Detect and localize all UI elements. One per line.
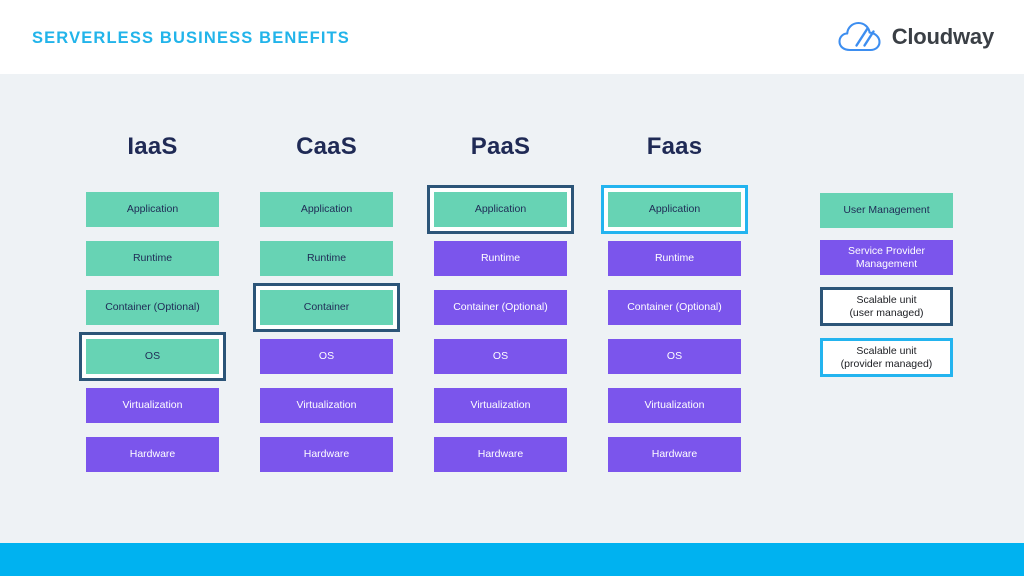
layer-box-faas-5[interactable]: Hardware: [608, 437, 741, 472]
layer-slot: OS: [434, 339, 567, 374]
layer-slot: Virtualization: [260, 388, 393, 423]
layer-box-iaas-4[interactable]: Virtualization: [86, 388, 219, 423]
layer-box-caas-0[interactable]: Application: [260, 192, 393, 227]
layer-slot: Virtualization: [608, 388, 741, 423]
legend-item-2[interactable]: Scalable unit(user managed): [820, 287, 953, 326]
layer-slot: Runtime: [608, 241, 741, 276]
layer-slot: Runtime: [86, 241, 219, 276]
layer-slot: Application: [86, 192, 219, 227]
layer-box-faas-4[interactable]: Virtualization: [608, 388, 741, 423]
layer-slot: Application: [601, 185, 748, 234]
layer-slot: Hardware: [260, 437, 393, 472]
brand-logo: Cloudway: [837, 19, 994, 55]
layer-box-faas-3[interactable]: OS: [608, 339, 741, 374]
layer-box-caas-2[interactable]: Container: [260, 290, 393, 325]
layer-slot: Runtime: [434, 241, 567, 276]
layer-box-paas-5[interactable]: Hardware: [434, 437, 567, 472]
cloud-slash-logo-icon: [838, 21, 881, 52]
layer-slot: Container: [253, 283, 400, 332]
layer-box-iaas-5[interactable]: Hardware: [86, 437, 219, 472]
column-title-paas: PaaS: [470, 133, 531, 160]
brand-name: Cloudway: [891, 24, 995, 49]
layer-box-caas-5[interactable]: Hardware: [260, 437, 393, 472]
layer-box-paas-4[interactable]: Virtualization: [434, 388, 567, 423]
layer-slot: Container (Optional): [86, 290, 219, 325]
layer-box-paas-0[interactable]: Application: [434, 192, 567, 227]
layer-slot: Hardware: [434, 437, 567, 472]
column-title-caas: CaaS: [296, 133, 357, 160]
layer-slot: OS: [608, 339, 741, 374]
layer-slot: OS: [260, 339, 393, 374]
layer-box-caas-3[interactable]: OS: [260, 339, 393, 374]
legend-item-3[interactable]: Scalable unit(provider managed): [820, 338, 953, 377]
page-title: SERVERLESS BUSINESS BENEFITS: [32, 29, 350, 47]
column-title-iaas: IaaS: [127, 133, 178, 160]
layer-box-iaas-0[interactable]: Application: [86, 192, 219, 227]
layer-box-faas-2[interactable]: Container (Optional): [608, 290, 741, 325]
layer-slot: Virtualization: [434, 388, 567, 423]
layer-box-faas-0[interactable]: Application: [608, 192, 741, 227]
layer-slot: Runtime: [260, 241, 393, 276]
layer-box-paas-1[interactable]: Runtime: [434, 241, 567, 276]
layer-slot: Virtualization: [86, 388, 219, 423]
footer-accent-bar: [0, 543, 1024, 576]
layer-slot: Hardware: [86, 437, 219, 472]
layer-box-faas-1[interactable]: Runtime: [608, 241, 741, 276]
layer-slot: Application: [427, 185, 574, 234]
layer-slot: Hardware: [608, 437, 741, 472]
layer-slot: Application: [260, 192, 393, 227]
layer-box-iaas-3[interactable]: OS: [86, 339, 219, 374]
layer-box-paas-3[interactable]: OS: [434, 339, 567, 374]
layer-slot: Container (Optional): [434, 290, 567, 325]
layer-box-caas-4[interactable]: Virtualization: [260, 388, 393, 423]
layer-slot: Container (Optional): [608, 290, 741, 325]
legend-item-0[interactable]: User Management: [820, 193, 953, 228]
layer-box-caas-1[interactable]: Runtime: [260, 241, 393, 276]
layer-box-paas-2[interactable]: Container (Optional): [434, 290, 567, 325]
layer-box-iaas-1[interactable]: Runtime: [86, 241, 219, 276]
layer-slot: OS: [79, 332, 226, 381]
column-title-faas: Faas: [646, 133, 703, 160]
layer-box-iaas-2[interactable]: Container (Optional): [86, 290, 219, 325]
slide-header: SERVERLESS BUSINESS BENEFITS Cloudway: [0, 0, 1024, 74]
